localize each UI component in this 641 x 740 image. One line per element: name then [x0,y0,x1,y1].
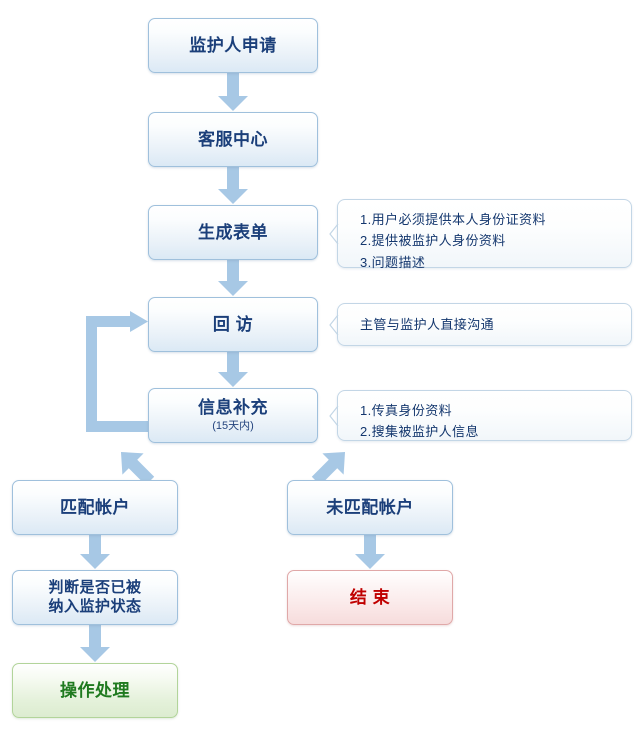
arrow-apply-to-service [217,72,249,112]
node-apply-label: 监护人申请 [189,35,277,55]
node-supplement-info-sublabel: (15天内) [212,420,254,433]
callout-supplement-notes: 1.传真身份资料 2.搜集被监护人信息 [329,390,632,441]
callout-form-line-2: 2.提供被监护人身份资料 [360,233,506,249]
callout-form-notes: 1.用户必须提供本人身份证资料 2.提供被监护人身份资料 3.问题描述 [329,199,632,270]
node-end-label: 结 束 [349,587,391,607]
callout-form-line-1: 1.用户必须提供本人身份证资料 [360,212,546,227]
node-judge-guardianship[interactable]: 判断是否已被 纳入监护状态 [12,570,178,625]
node-revisit[interactable]: 回 访 [148,297,318,352]
callout-notch-icon [329,405,339,426]
node-matched-account-label: 匹配帐户 [60,497,130,517]
node-unmatched-account[interactable]: 未匹配帐户 [287,480,453,535]
node-judge-guardianship-text: 判断是否已被 纳入监护状态 [48,579,141,617]
arrow-revisit-to-supplement [217,351,249,388]
arrow-supplement-to-unmatched [300,440,366,488]
node-generate-form-label: 生成表单 [198,222,268,242]
node-apply[interactable]: 监护人申请 [148,18,318,73]
node-judge-guardianship-line2: 纳入监护状态 [48,597,142,615]
callout-supplement-line-2: 2.搜集被监护人信息 [360,424,479,440]
callout-notch-icon [329,223,339,244]
node-service-center-label: 客服中心 [198,129,268,149]
arrow-judge-to-operate [79,624,111,663]
node-operate-process[interactable]: 操作处理 [12,663,178,718]
node-unmatched-account-label: 未匹配帐户 [326,497,414,517]
node-judge-guardianship-line1: 判断是否已被 [48,578,142,596]
node-operate-process-label: 操作处理 [60,680,130,700]
callout-form-line-3: 3.问题描述 [360,254,426,270]
node-matched-account[interactable]: 匹配帐户 [12,480,178,535]
node-end[interactable]: 结 束 [287,570,453,625]
arrow-service-to-form [217,166,249,205]
node-revisit-label: 回 访 [212,314,254,334]
node-generate-form[interactable]: 生成表单 [148,205,318,260]
arrow-unmatched-to-end [354,534,386,570]
node-supplement-info[interactable]: 信息补充 (15天内) [148,388,318,443]
callout-revisit-notes: 主管与监护人直接沟通 [329,303,632,346]
arrow-supplement-loop-to-revisit [86,308,154,440]
node-service-center[interactable]: 客服中心 [148,112,318,167]
callout-notch-icon [329,314,339,335]
arrow-form-to-revisit [217,259,249,297]
callout-revisit-line-1: 主管与监护人直接沟通 [360,317,495,332]
arrow-matched-to-judge [79,534,111,570]
node-supplement-info-label: 信息补充 [198,398,268,417]
callout-supplement-line-1: 1.传真身份资料 [360,403,453,418]
arrow-supplement-to-matched [100,440,166,488]
node-supplement-info-text: 信息补充 (15天内) [198,397,268,434]
